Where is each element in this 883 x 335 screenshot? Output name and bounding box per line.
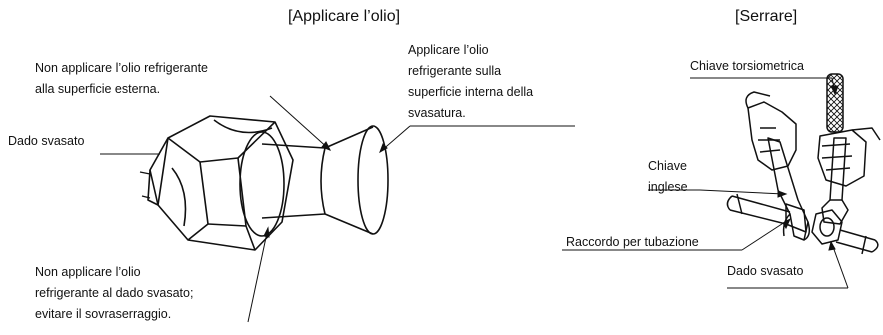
leader-lines-right [562,77,849,289]
label-no-oil-nut: Non applicare l’olio refrigerante al dad… [35,265,194,321]
leader-lines-left [100,95,575,323]
label-flare-nut-right: Dado svasato [727,264,804,278]
label-union: Raccordo per tubazione [566,235,699,249]
flare-drawing [320,125,389,235]
flare-nut-drawing [147,115,294,251]
heading-tighten: [Serrare] [735,8,798,25]
label-no-oil-outside: Non applicare l’olio refrigerante alla s… [35,61,209,96]
pipe-drawing [261,143,326,219]
label-apply-oil-inside: Applicare l’olio refrigerante sulla supe… [408,43,534,120]
tightening-drawing [726,91,881,255]
label-flare-nut-left: Dado svasato [8,134,85,148]
heading-apply-oil: [Applicare l’olio] [288,8,401,25]
label-torque-wrench: Chiave torsiometrica [690,59,804,73]
torque-wrench-handle [826,73,844,133]
